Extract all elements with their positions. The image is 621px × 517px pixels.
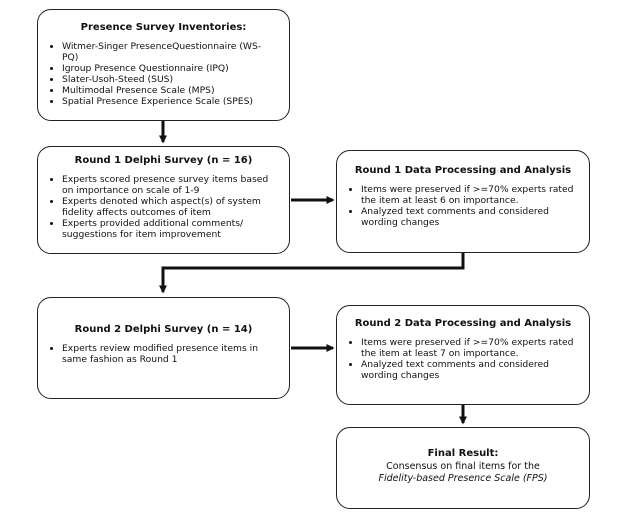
list-item: Multimodal Presence Scale (MPS) <box>62 85 277 96</box>
round2-analysis-box: Round 2 Data Processing and Analysis Ite… <box>336 305 590 405</box>
list-item: Spatial Presence Experience Scale (SPES) <box>62 96 277 107</box>
round1-analysis-box: Round 1 Data Processing and Analysis Ite… <box>336 150 590 253</box>
arrow-analysis1-to-round2 <box>159 253 465 294</box>
final-result-box: Final Result: Consensus on final items f… <box>336 427 590 509</box>
list-item: Items were preserved if >=70% experts ra… <box>361 337 577 359</box>
round1-survey-box: Round 1 Delphi Survey (n = 16) Experts s… <box>37 146 290 254</box>
final-result-title: Final Result: <box>427 448 499 459</box>
inventories-box: Presence Survey Inventories: Witmer-Sing… <box>37 9 290 121</box>
round2-analysis-list: Items were preserved if >=70% experts ra… <box>349 337 577 381</box>
list-item: Analyzed text comments and considered wo… <box>361 206 577 228</box>
list-item: Analyzed text comments and considered wo… <box>361 359 577 381</box>
round1-analysis-list: Items were preserved if >=70% experts ra… <box>349 184 577 228</box>
round1-analysis-title: Round 1 Data Processing and Analysis <box>354 165 572 176</box>
round2-survey-box: Round 2 Delphi Survey (n = 14) Experts r… <box>37 297 290 399</box>
list-item: Slater-Usoh-Steed (SUS) <box>62 74 277 85</box>
list-item: Experts review modified presence items i… <box>62 343 277 365</box>
final-result-line1: Consensus on final items for the <box>386 461 540 472</box>
round2-survey-title: Round 2 Delphi Survey (n = 14) <box>74 324 253 335</box>
round1-survey-list: Experts scored presence survey items bas… <box>50 174 277 240</box>
round1-survey-title: Round 1 Delphi Survey (n = 16) <box>74 155 253 166</box>
list-item: Witmer-Singer PresenceQuestionnaire (WS-… <box>62 41 277 63</box>
round2-survey-list: Experts review modified presence items i… <box>50 343 277 365</box>
inventories-title: Presence Survey Inventories: <box>80 22 247 33</box>
final-result-line2: Fidelity-based Presence Scale (FPS) <box>378 473 548 484</box>
list-item: Experts scored presence survey items bas… <box>62 174 277 196</box>
list-item: Experts denoted which aspect(s) of syste… <box>62 196 277 218</box>
list-item: Igroup Presence Questionnaire (IPQ) <box>62 63 277 74</box>
round2-analysis-title: Round 2 Data Processing and Analysis <box>354 318 572 329</box>
inventories-list: Witmer-Singer PresenceQuestionnaire (WS-… <box>50 41 277 107</box>
list-item: Experts provided additional comments/ su… <box>62 218 277 240</box>
list-item: Items were preserved if >=70% experts ra… <box>361 184 577 206</box>
